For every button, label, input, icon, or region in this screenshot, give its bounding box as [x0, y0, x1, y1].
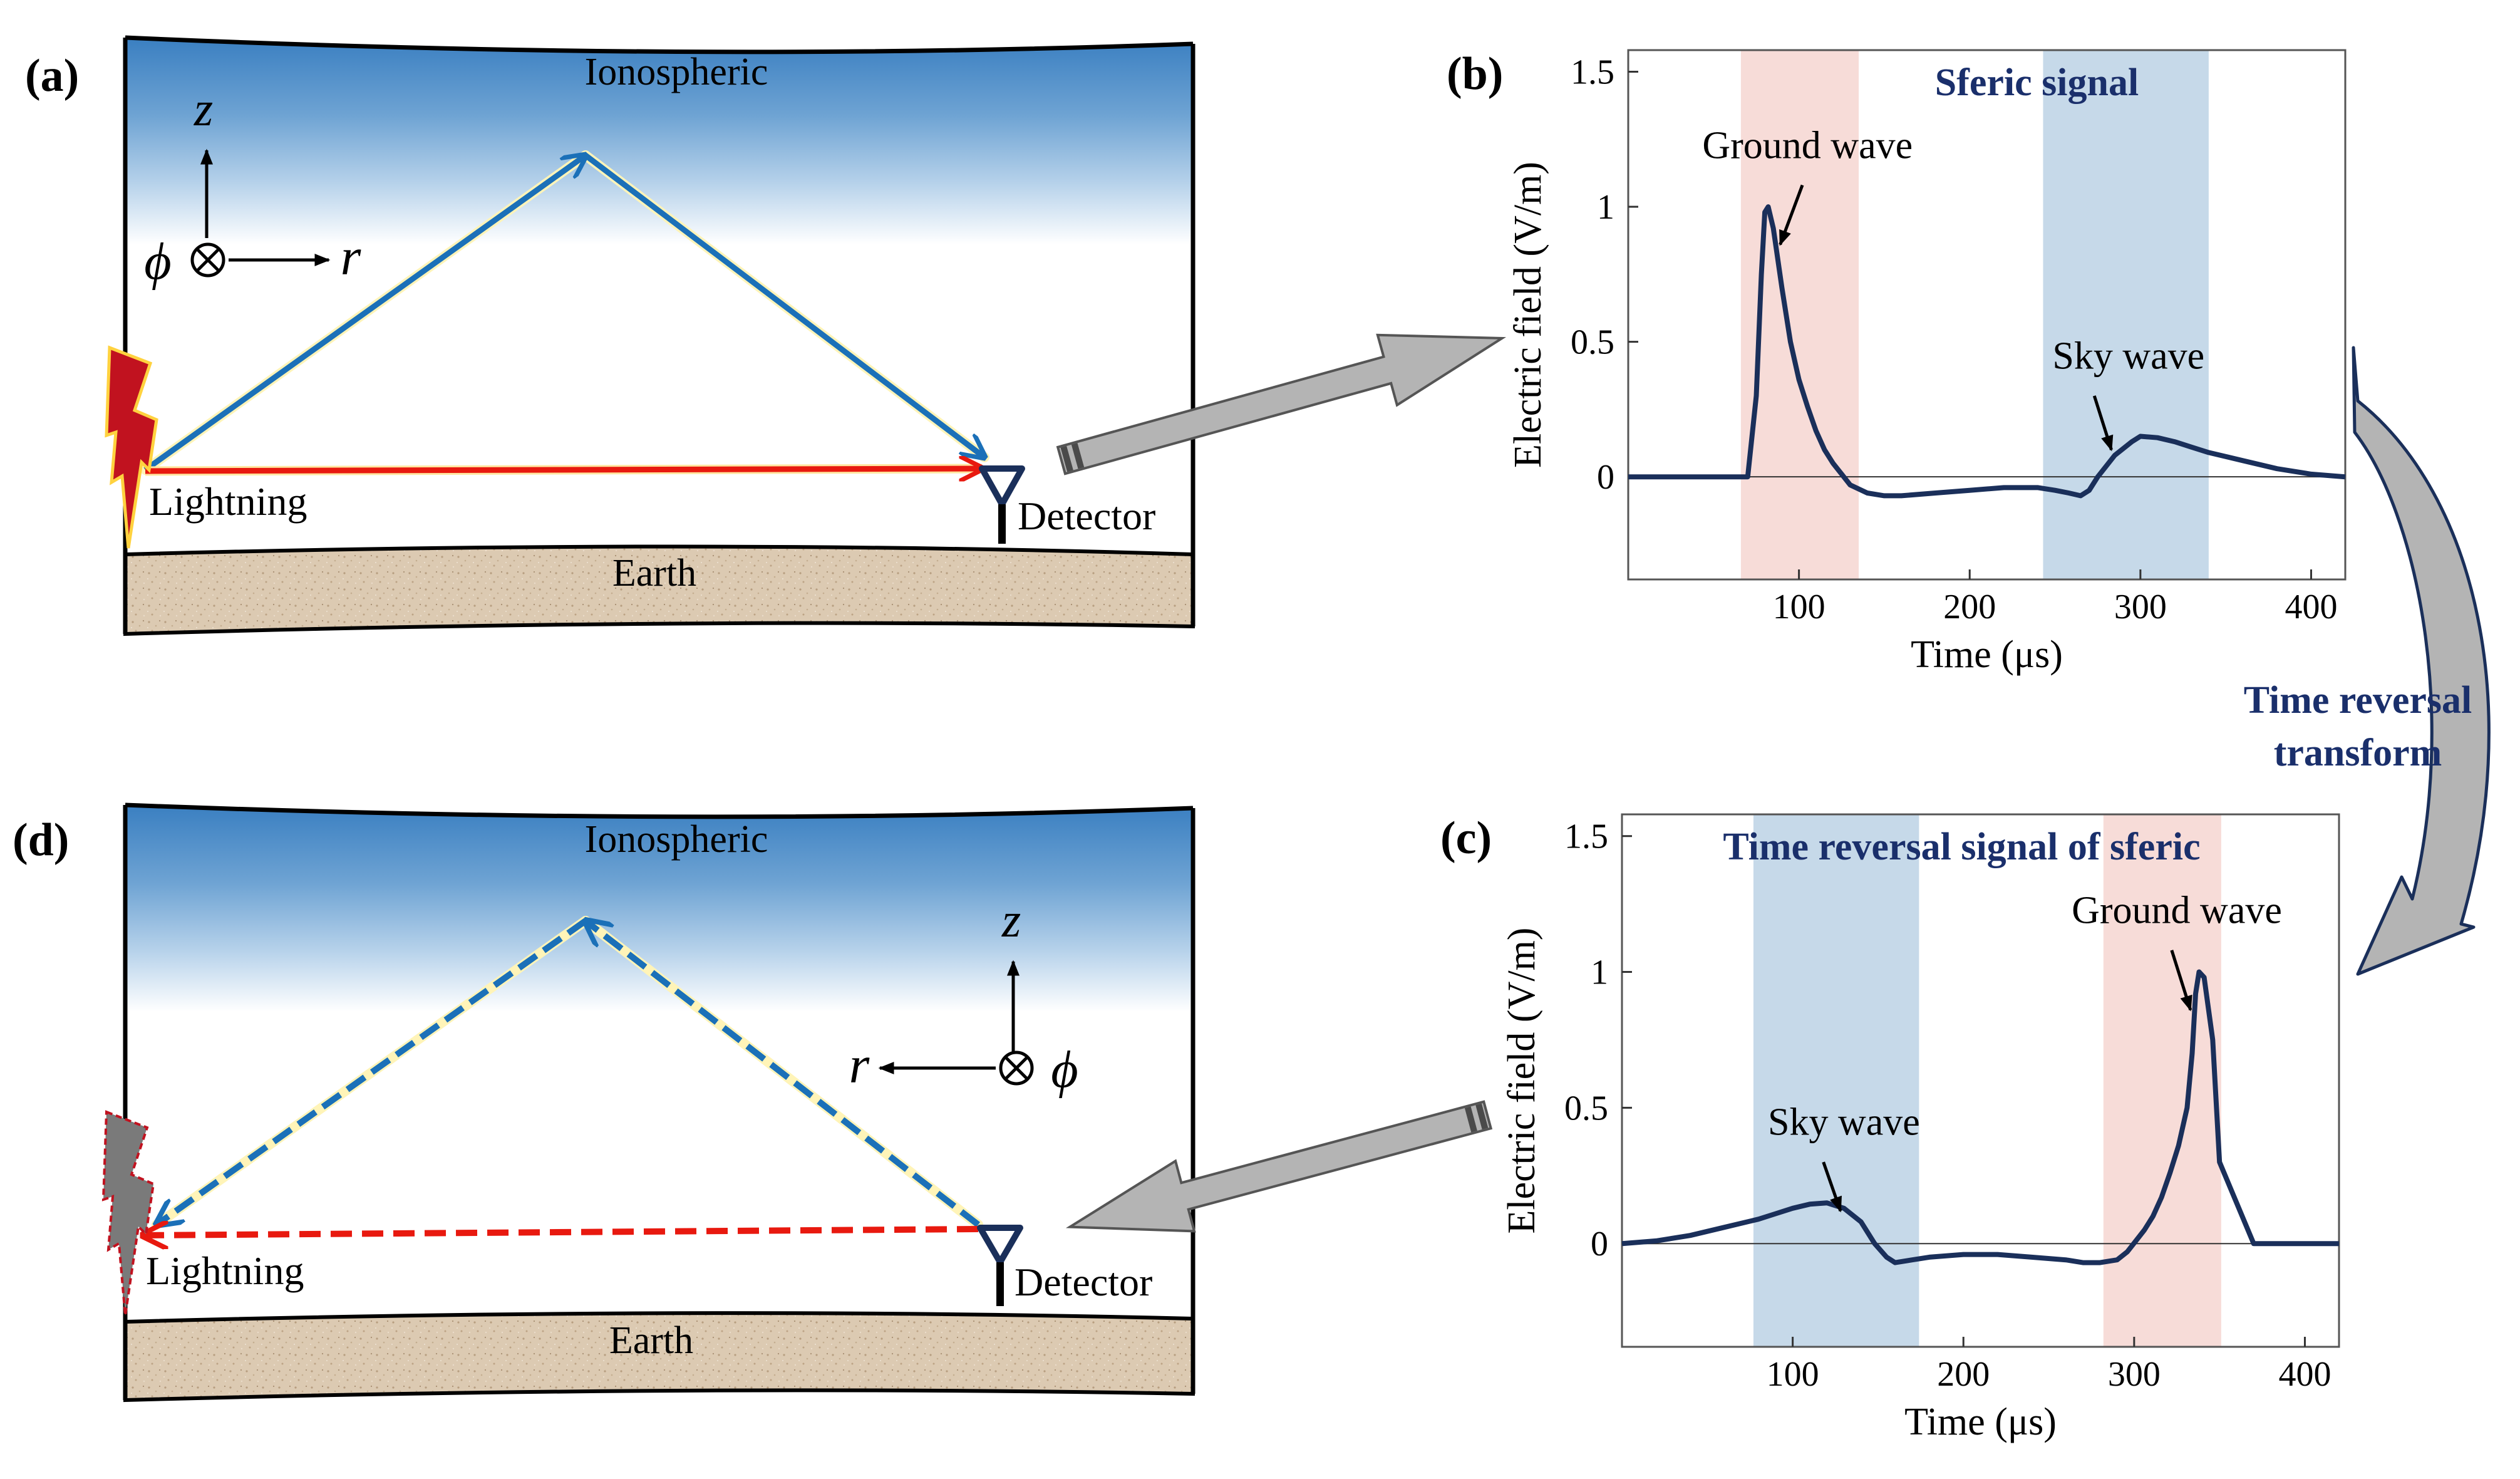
- y-axis-label: Electric field (V/m): [1500, 928, 1543, 1234]
- plot-frame: [1627, 49, 2347, 581]
- coordinate-axes: z r ϕ: [849, 893, 1078, 1099]
- x-tick-label: 400: [2285, 588, 2337, 626]
- sky-region: [125, 805, 1193, 1322]
- y-tick-label: 0: [1591, 1225, 1608, 1264]
- chart-c: 100 200 300 400 0 0.5 1 1.5 Time reversal signal…: [1440, 812, 2340, 1443]
- out-of-page-symbol: [190, 242, 225, 278]
- panel-label: (c): [1440, 812, 1492, 864]
- time-reversal-curved-arrow: [2352, 346, 2491, 976]
- reversed-ground-wave-ray: [143, 1229, 979, 1235]
- transform-label-line2: transform: [2274, 732, 2442, 774]
- detector-label: Detector: [1015, 1260, 1152, 1304]
- y-tick-label: 1.5: [1564, 817, 1608, 856]
- out-of-page-symbol: [999, 1051, 1034, 1086]
- ground-wave-ray: [145, 469, 982, 471]
- sky-region: [125, 38, 1193, 554]
- detector-antenna-icon: [979, 465, 1025, 544]
- lightning-label: Lightning: [149, 479, 307, 524]
- x-tick-label: 100: [1773, 588, 1825, 626]
- x-tick-label: 200: [1937, 1355, 1990, 1394]
- y-tick-label: 1: [1597, 188, 1614, 227]
- panel-label: (a): [25, 50, 79, 101]
- input-arrow-from-chart-c: [1065, 1100, 1493, 1233]
- earth-label: Earth: [612, 552, 696, 594]
- panel-a: (a) Ionospheric Earth z r ϕ Lightning: [25, 35, 1195, 636]
- lightning-label: Lightning: [146, 1248, 304, 1293]
- axis-r-label: r: [849, 1036, 870, 1094]
- annotation-arrow: [1822, 1161, 1842, 1213]
- ionosphere-boundary: [125, 802, 1194, 819]
- sky-wave-band: [1753, 814, 1919, 1347]
- axis-r-label: r: [341, 228, 361, 286]
- axis-z-label: z: [194, 81, 213, 136]
- coordinate-axes: z r ϕ: [144, 81, 361, 291]
- y-tick-label: 1.5: [1571, 53, 1614, 91]
- reversed-sky-wave-ray: [157, 921, 983, 1230]
- y-axis-label: Electric field (V/m): [1507, 162, 1549, 468]
- annotation-arrow: [2170, 950, 2192, 1012]
- x-tick-label: 400: [2278, 1355, 2331, 1394]
- detector-label: Detector: [1018, 494, 1155, 538]
- x-tick-label: 300: [2114, 588, 2167, 626]
- detector-antenna-icon: [977, 1225, 1023, 1306]
- annotation-arrow: [2092, 395, 2114, 452]
- sky-wave-band: [2043, 50, 2209, 579]
- x-tick-label: 100: [1767, 1355, 1819, 1394]
- x-axis-label: Time (μs): [1904, 1401, 2057, 1443]
- lightning-bolt-icon: [105, 345, 158, 549]
- annotation-label: Sky wave: [2052, 335, 2204, 378]
- signal-line: [1621, 969, 2339, 1265]
- plot-frame: [1621, 813, 2340, 1348]
- panel-label: (d): [13, 814, 69, 866]
- ionosphere-label: Ionospheric: [585, 51, 768, 93]
- y-tick-label: 0: [1597, 458, 1614, 497]
- axis-phi-label: ϕ: [1051, 1040, 1078, 1099]
- ionosphere-label: Ionospheric: [585, 818, 768, 861]
- y-tick-label: 1: [1591, 953, 1608, 992]
- annotation-arrow: [1779, 184, 1804, 246]
- y-tick-label: 0.5: [1571, 323, 1614, 362]
- ionosphere-boundary: [125, 35, 1194, 54]
- x-tick-label: 300: [2108, 1355, 2161, 1394]
- sky-wave-ray: [140, 150, 984, 475]
- output-arrow-to-chart-b: [1056, 333, 1507, 475]
- transform-label-line1: Time reversal: [2244, 679, 2472, 722]
- axis-phi-label: ϕ: [144, 232, 171, 291]
- annotation-label: Ground wave: [2072, 889, 2282, 932]
- axis-z-label: z: [1001, 893, 1021, 947]
- x-axis-label: Time (μs): [1911, 633, 2063, 676]
- x-tick-label: 200: [1943, 588, 1996, 626]
- lightning-bolt-icon: [101, 1110, 155, 1316]
- panel-label: (b): [1447, 48, 1503, 100]
- chart-title: Sferic signal: [1935, 61, 2139, 104]
- panel-d: (d) Ionospheric Earth z r ϕ Lightning: [13, 802, 1195, 1403]
- y-tick-label: 0.5: [1564, 1089, 1608, 1128]
- earth-label: Earth: [609, 1319, 693, 1362]
- annotation-label: Sky wave: [1768, 1101, 1920, 1144]
- chart-title: Time reversal signal of sferic: [1723, 826, 2200, 868]
- signal-line: [1628, 204, 2346, 499]
- annotation-label: Ground wave: [1702, 124, 1913, 167]
